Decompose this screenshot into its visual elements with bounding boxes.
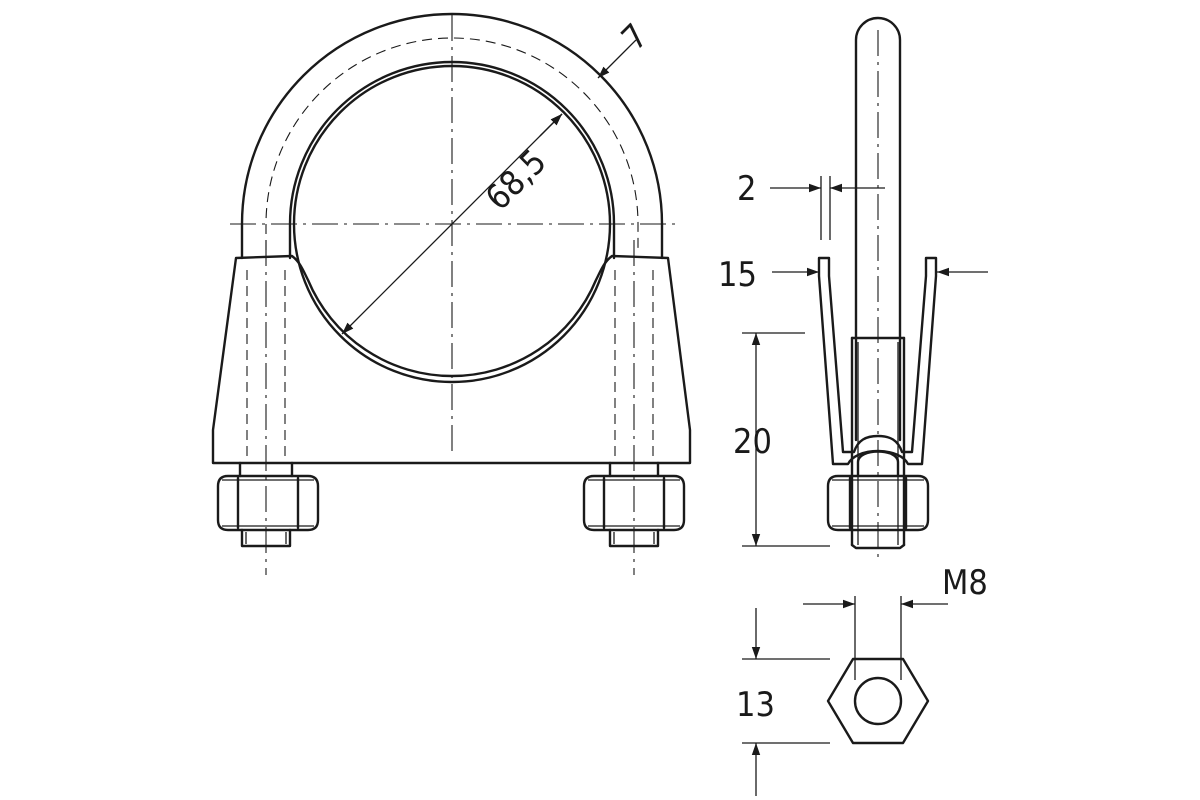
u-bolt-inner-edge (288, 60, 616, 260)
saddle-width-label: 15 (718, 255, 757, 295)
front-view: 68,5 7 (211, 12, 692, 575)
bore-diameter-label: 68,5 (478, 142, 554, 218)
nut-top-view: M8 13 (736, 563, 988, 796)
bore-diameter-dimension-line (341, 113, 563, 335)
u-bolt-outer-edge (240, 12, 664, 260)
side-washer (856, 450, 900, 478)
saddle-plate (211, 254, 692, 465)
rod-thickness-label: 7 (614, 16, 656, 58)
side-rod (854, 16, 902, 442)
right-nut (582, 461, 686, 548)
bore-circle (292, 64, 612, 384)
nut-bore (853, 676, 903, 726)
rod-thickness-leader (539, 113, 563, 137)
thread-end (850, 543, 906, 550)
thread-length-label: 20 (733, 422, 772, 462)
hex-nut-outline (826, 657, 930, 745)
thread-size-label: M8 (942, 563, 988, 603)
left-nut (216, 461, 320, 548)
nut-size-label: 13 (736, 685, 775, 725)
side-nut (826, 474, 930, 532)
plate-thickness-label: 2 (737, 169, 756, 209)
side-view: 2 15 20 (718, 16, 988, 560)
side-saddle (817, 256, 938, 466)
rod-thickness-leader-outer (597, 39, 637, 79)
